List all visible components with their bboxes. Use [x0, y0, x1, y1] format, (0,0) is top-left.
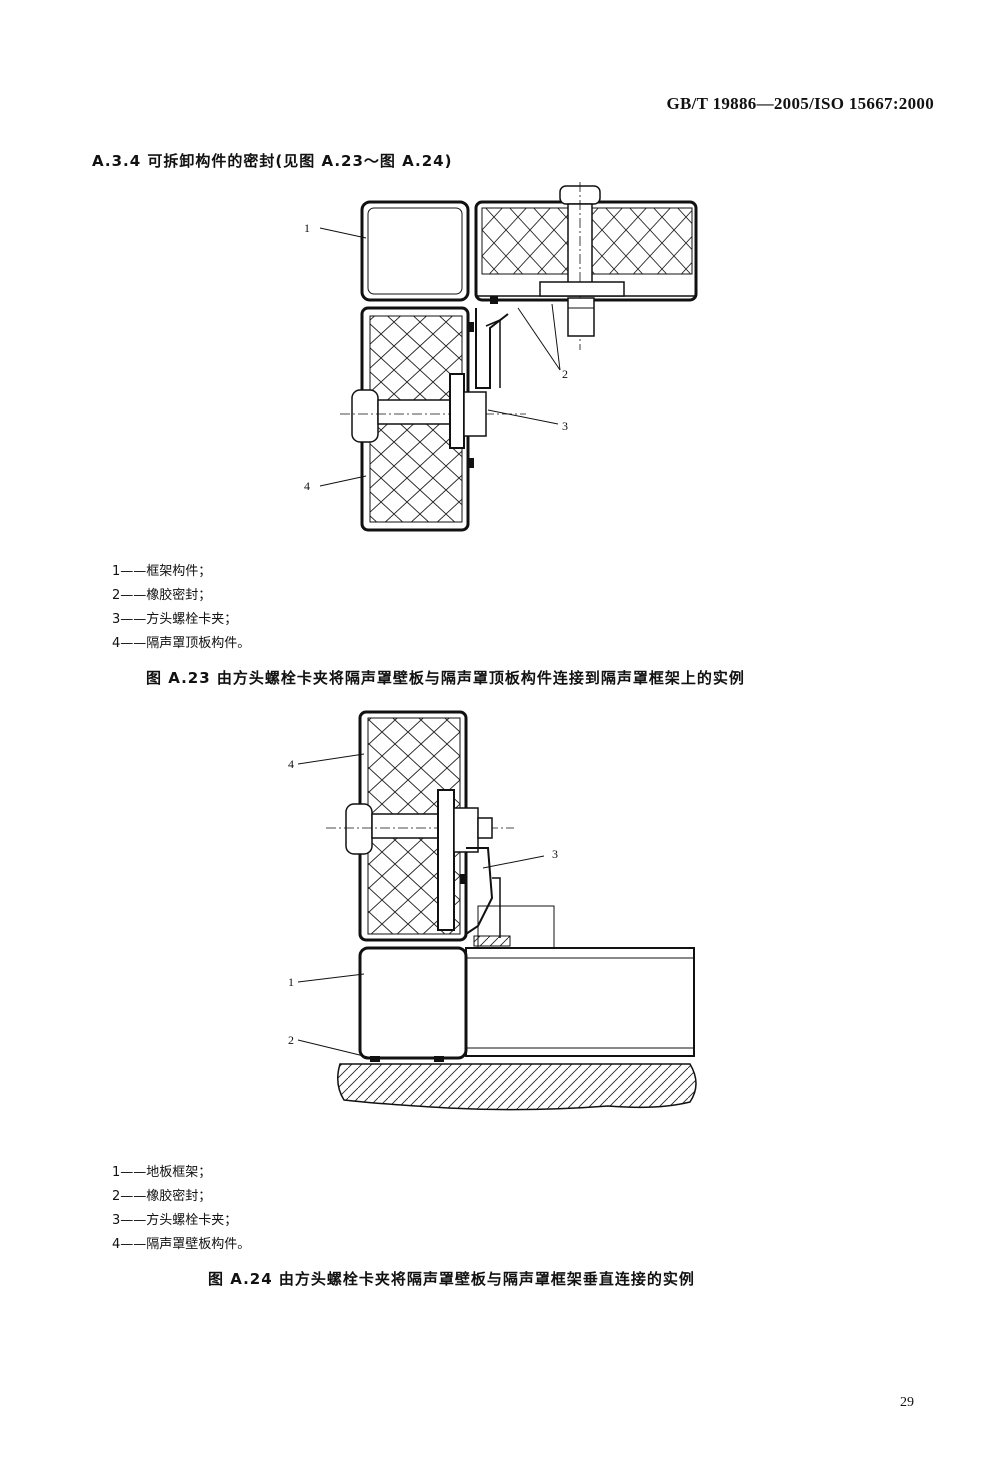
figure-a24-drawing: 4 3 1 2 [278, 708, 708, 1118]
legend-item: 4——隔声罩顶板构件。 [112, 636, 251, 651]
page-number: 29 [900, 1395, 914, 1410]
a24-callout-3: 3 [552, 847, 558, 861]
standard-header: GB/T 19886—2005/ISO 15667:2000 [666, 94, 934, 113]
a23-callout-4: 4 [304, 479, 310, 493]
legend-item: 3——方头螺栓卡夹； [112, 612, 238, 627]
legend-item: 4——隔声罩壁板构件。 [112, 1237, 251, 1252]
a23-callout-3: 3 [562, 419, 568, 433]
figure-a23-caption: 图 A.23 由方头螺栓卡夹将隔声罩壁板与隔声罩顶板构件连接到隔声罩框架上的实例 [146, 669, 745, 687]
legend-item: 3——方头螺栓卡夹； [112, 1213, 238, 1228]
legend-item: 1——框架构件； [112, 564, 212, 579]
a24-callout-4: 4 [288, 757, 294, 771]
a23-callout-1: 1 [304, 221, 310, 235]
a24-callout-2: 2 [288, 1033, 294, 1047]
figure-a23-svg: 1 2 3 4 [304, 182, 698, 532]
figure-a24-legend: 1——地板框架； 2——橡胶密封； 3——方头螺栓卡夹； 4——隔声罩壁板构件。 [112, 1161, 250, 1257]
figure-a23-legend: 1——框架构件； 2——橡胶密封； 3——方头螺栓卡夹； 4——隔声罩顶板构件。 [112, 560, 250, 656]
legend-item: 1——地板框架； [112, 1165, 212, 1180]
figure-a23-drawing: 1 2 3 4 [290, 178, 710, 538]
figure-a24-caption: 图 A.24 由方头螺栓卡夹将隔声罩壁板与隔声罩框架垂直连接的实例 [208, 1270, 695, 1288]
figure-a24-svg: 4 3 1 2 [288, 710, 697, 1111]
legend-item: 2——橡胶密封； [112, 588, 212, 603]
legend-item: 2——橡胶密封； [112, 1189, 212, 1204]
section-heading: A.3.4 可拆卸构件的密封(见图 A.23～图 A.24) [92, 152, 453, 170]
a23-callout-2: 2 [562, 367, 568, 381]
a24-callout-1: 1 [288, 975, 294, 989]
